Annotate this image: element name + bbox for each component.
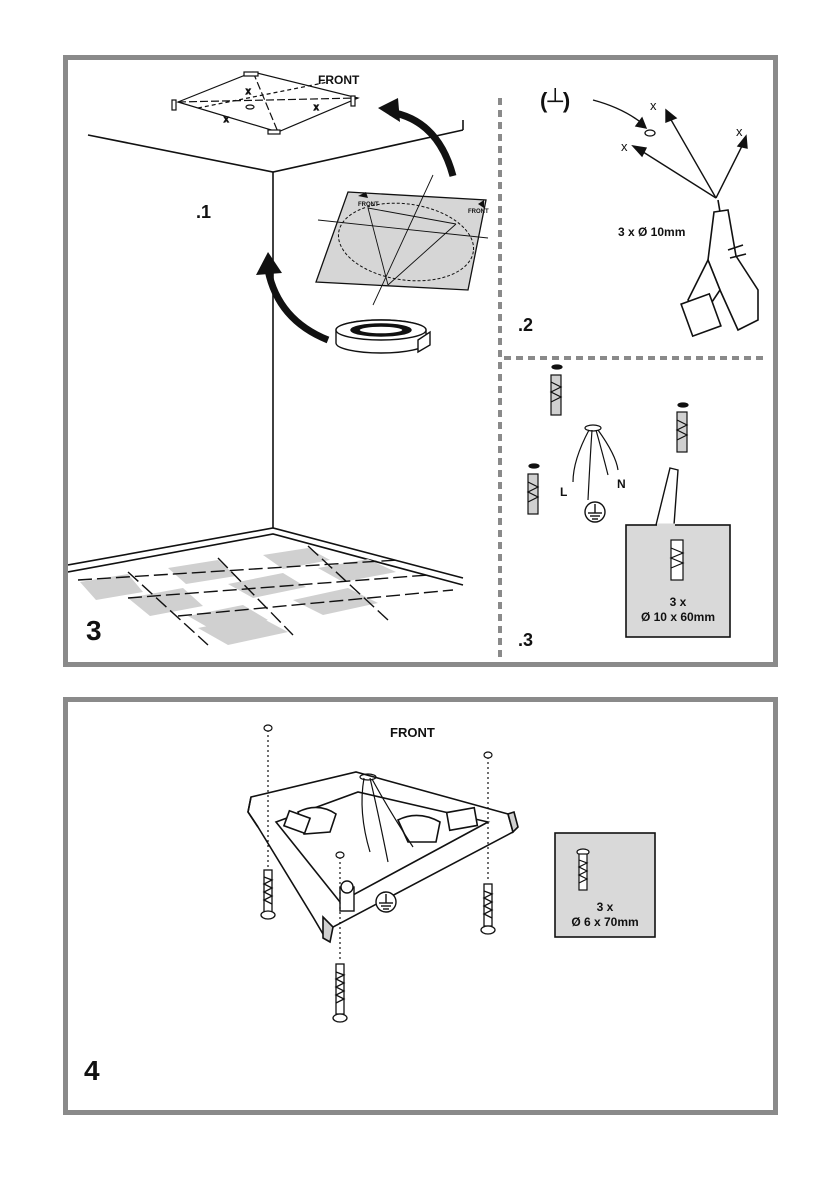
washers (263, 724, 493, 859)
step-3-illustration: x x x FRONT FRONT FRONT (68, 71, 768, 658)
adjust-bolt (339, 880, 355, 912)
paper-template-sheet: FRONT FRONT (315, 174, 489, 306)
screw-guide-lines (267, 730, 489, 962)
svg-text:x: x (314, 102, 319, 112)
bracket-wires (359, 773, 414, 863)
screw-spec-qty: 3 x (597, 900, 614, 914)
drill-spec: 3 x Ø 10mm (618, 225, 685, 239)
screw-left (260, 869, 276, 920)
screw-right (480, 883, 496, 935)
plug-spec-size: Ø 10 x 60mm (641, 610, 715, 624)
ceiling-template: x x x (171, 71, 360, 135)
drill-direction-arrows (592, 99, 748, 199)
step-number-4: 4 (84, 1055, 100, 1086)
room-corner (68, 120, 464, 586)
svg-text:x: x (621, 139, 628, 154)
curved-arrow-up-right (378, 98, 457, 177)
mains-wires (572, 424, 619, 501)
svg-text:x: x (224, 114, 229, 124)
template-front-right: FRONT (468, 209, 489, 215)
ceiling-marks: x x x (621, 98, 743, 154)
template-front-left: FRONT (358, 202, 379, 208)
earth-ground-icon (584, 501, 606, 523)
adhesive-tape-roll (335, 319, 431, 354)
svg-text:x: x (246, 86, 251, 96)
power-drill (680, 199, 759, 338)
plug-spec-qty: 3 x (670, 595, 687, 609)
step-3-panel: x x x FRONT FRONT FRONT (63, 55, 778, 667)
sub-step-3-label: .3 (518, 630, 533, 650)
wire-label-neutral: N (617, 477, 626, 491)
floor-tiles (77, 545, 454, 646)
earth-ground-icon-bracket (375, 891, 397, 913)
step-4-illustration: FRONT (84, 724, 656, 1086)
plug-spec-callout (625, 467, 731, 638)
wall-plug-3 (526, 463, 540, 515)
ceiling-symbol: (┴) (540, 87, 570, 113)
svg-text:x: x (736, 124, 743, 139)
screw-spec-callout (554, 832, 656, 938)
wall-plug-1 (549, 364, 563, 416)
step-4-panel: FRONT (63, 697, 778, 1115)
sub-step-1-label: .1 (196, 202, 211, 222)
curved-arrow-up-left (256, 252, 330, 344)
screw-bottom (332, 963, 348, 1023)
mounting-bracket (247, 771, 519, 944)
screw-spec-size: Ø 6 x 70mm (571, 915, 638, 929)
wire-label-live: L (560, 485, 567, 499)
sub-step-2-label: .2 (518, 315, 533, 335)
wall-plug-2 (675, 402, 689, 453)
svg-text:x: x (650, 98, 657, 113)
front-label-ceiling: FRONT (318, 73, 360, 87)
step-number-3: 3 (86, 615, 102, 646)
front-label-bracket: FRONT (390, 725, 435, 740)
